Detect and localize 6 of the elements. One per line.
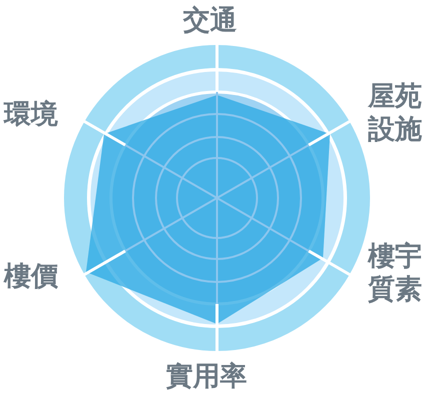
- axis-label: 環境: [4, 98, 59, 131]
- axis-label: 實用率: [166, 360, 248, 393]
- axis-label: 樓宇質素: [368, 240, 423, 306]
- axis-label: 樓價: [4, 260, 59, 293]
- axis-label: 屋苑設施: [368, 80, 423, 146]
- axis-label: 交通: [183, 4, 238, 37]
